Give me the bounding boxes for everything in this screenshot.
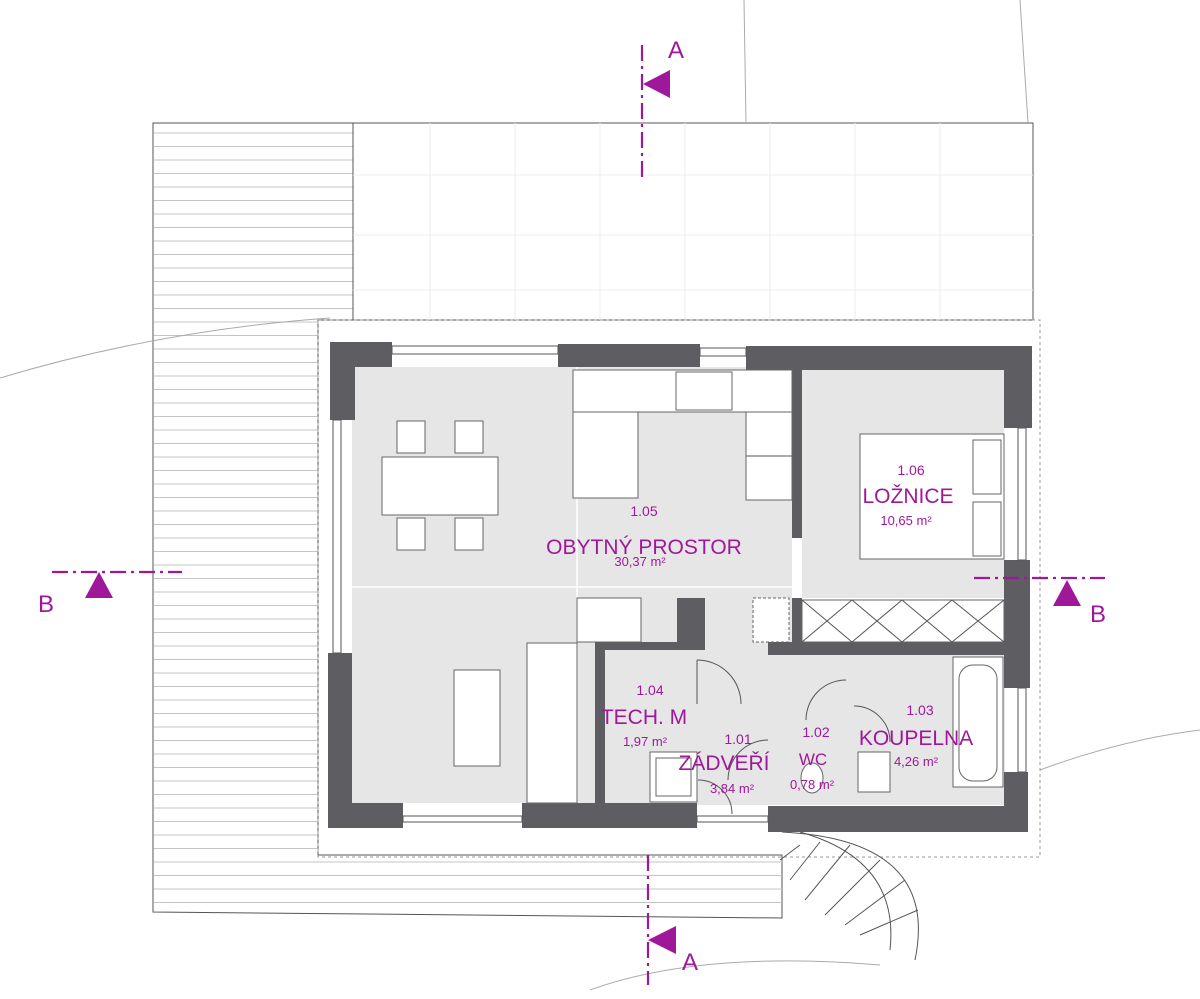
wardrobe [801,599,1005,643]
room-number: 1.02 [802,724,829,740]
room-number: 1.03 [906,702,933,718]
room-number: 1.04 [636,682,663,698]
dining-set [381,420,499,551]
spiral-stair [779,831,919,961]
terrace-deck [152,122,783,919]
section-a-top-label: A [668,37,684,64]
room-name: WC [799,750,827,769]
bed [859,433,1005,560]
washbasin [857,751,891,793]
section-a-line [640,45,676,985]
room-name: LOŽNICE [862,485,953,508]
room-area: 1,97 m² [623,734,668,749]
room-name: OBYTNÝ PROSTOR [546,536,742,559]
room-name: KOUPELNA [859,727,973,750]
room-number: 1.05 [630,503,657,519]
windows [332,345,1027,823]
section-a-top-arrow [643,70,670,98]
room-area: 0,78 m² [790,777,835,792]
section-b-left-arrow [85,572,113,598]
room-area: 30,37 m² [614,554,666,569]
room-area: 3,84 m² [710,781,755,796]
section-b-right-label: B [1090,601,1106,628]
toilet [800,762,824,794]
doors [696,659,891,815]
room-number: 1.06 [897,462,924,478]
room-name: ZÁDVEŘÍ [678,752,769,775]
section-b-right-arrow [1053,580,1081,606]
room-name: TECH. M [601,706,687,729]
room-number: 1.01 [724,731,751,747]
living-furniture [453,597,790,804]
section-b-left-label: B [38,591,54,618]
kitchen [572,369,793,501]
upper-paving [352,122,1034,321]
section-a-bottom-label: A [682,949,698,976]
tech-unit [649,751,698,803]
section-a-bottom-arrow [648,926,676,954]
room-area: 4,26 m² [894,754,939,769]
section-b-line [52,570,1105,606]
bathtub [952,656,1004,788]
walls [328,342,1032,832]
room-area: 10,65 m² [880,513,932,528]
